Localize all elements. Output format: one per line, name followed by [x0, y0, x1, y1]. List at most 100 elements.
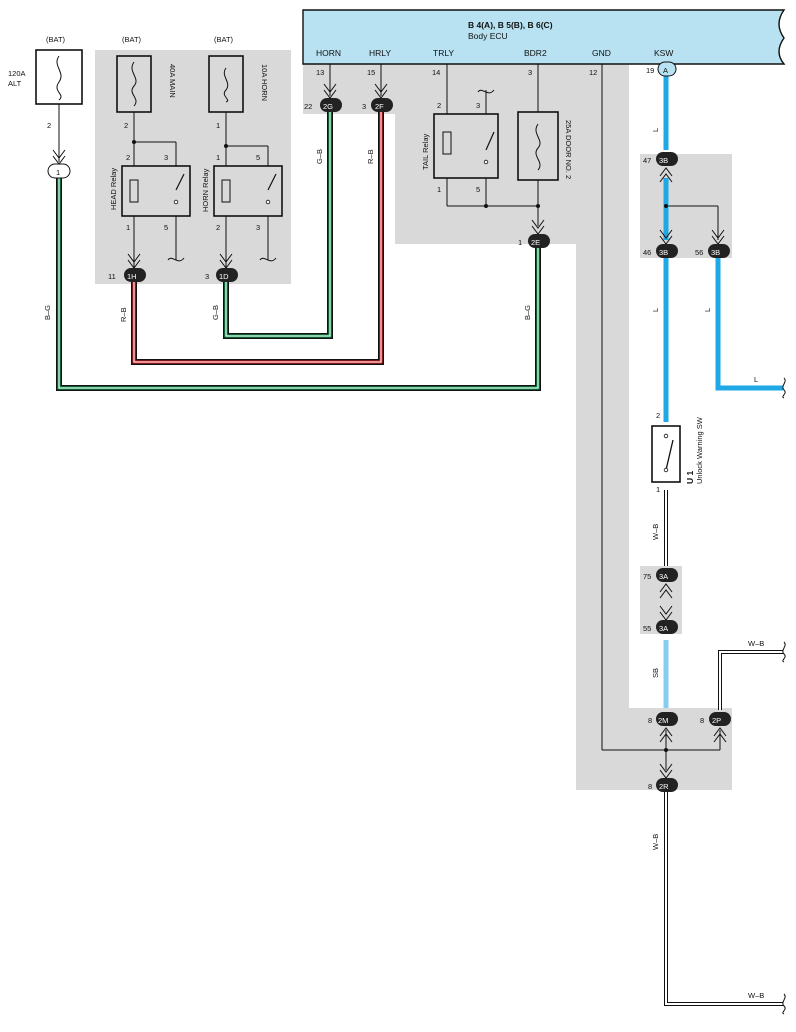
head-pin-1: 1 [126, 223, 130, 232]
tail-ground-icon [477, 89, 495, 94]
connector-2g: 2G 22 [304, 83, 342, 112]
horn-fuse-label: 10A HORN [260, 64, 269, 101]
tail-relay-label: TAIL Relay [421, 133, 430, 170]
connector-2r-label: 2R [659, 782, 669, 791]
ecu-terminal-horn: HORN [316, 48, 341, 58]
horn-pin-1: 1 [216, 121, 220, 130]
head-relay-coil-icon [129, 179, 139, 203]
connector-ksw-a-label: A [663, 66, 668, 75]
connector-2m-label: 2M [658, 716, 668, 725]
ecu-pin-14: 14 [432, 68, 440, 77]
hornr-ground-icon [259, 257, 277, 262]
ecu-terminal-bdr2: BDR2 [524, 48, 547, 58]
connector-2f-label: 2F [375, 102, 384, 111]
ecu-pin-3: 3 [528, 68, 532, 77]
ecu-pin-12: 12 [589, 68, 597, 77]
switch-code: U 1 [685, 471, 695, 485]
wire-label-rb-head: R–B [119, 307, 128, 322]
head-relay-box [121, 165, 191, 217]
head-relay-switch-icon [175, 173, 185, 191]
connector-1d: 1D 3 [205, 253, 238, 282]
harness-wires [56, 112, 541, 391]
pin-3-1d: 3 [205, 272, 209, 281]
tail-relay-box [433, 113, 499, 179]
wire-label-wb-down: W–B [651, 834, 660, 850]
switch-box [651, 425, 681, 483]
connector-3a-75-label: 3A [659, 572, 668, 581]
switch-name: Unlock Warning SW [695, 416, 704, 484]
ecu-terminal-gnd: GND [592, 48, 611, 58]
hornr-pin-1: 1 [216, 153, 220, 162]
black-wires [58, 64, 721, 770]
pin-56: 56 [695, 248, 703, 257]
ecu-pin-13: 13 [316, 68, 324, 77]
head-relay-label: HEAD Relay [109, 168, 118, 210]
horn-fuse-box [208, 55, 244, 113]
switch-pin-2: 2 [656, 411, 660, 420]
head-ground-icon [167, 257, 185, 262]
pin-8-2p: 8 [700, 716, 704, 725]
unlock-warning-switch: U 1 Unlock Warning SW 2 1 [651, 411, 704, 494]
pin-22: 22 [304, 102, 312, 111]
hornr-pin-3: 3 [256, 223, 260, 232]
wire-label-l1: L [651, 128, 660, 132]
pin-75: 75 [643, 572, 651, 581]
horn-relay-box [213, 165, 283, 217]
horn-relay-switch-icon [267, 173, 277, 191]
alt-fuse-icon [56, 55, 62, 101]
hornr-pin-5: 5 [256, 153, 260, 162]
shaded-zones [95, 50, 732, 790]
junction-2m-zone [576, 708, 732, 790]
connector-3b-46-label: 3B [659, 248, 668, 257]
wire-labels: B–G R–B G–B G–B R–B B–G L L L L W–B SB W… [43, 128, 764, 1000]
connectors: A 1 1H 11 1D 3 2G 22 2F 3 [47, 61, 731, 792]
tail-pin-1: 1 [437, 185, 441, 194]
horn-relay-coil-icon [221, 179, 231, 203]
connector-2g-label: 2G [323, 102, 333, 111]
bat-label-3: (BAT) [214, 35, 234, 44]
ecu-terminal-trly: TRLY [433, 48, 454, 58]
pin-55: 55 [643, 624, 651, 633]
door-fuse-box [517, 111, 559, 181]
wire-ends [782, 377, 786, 1015]
main-pin-2: 2 [124, 121, 128, 130]
fuses: (BAT) 120A ALT 2 (BAT) 40A MAIN 2 (BAT) … [8, 35, 573, 181]
alt-pin-2: 2 [47, 121, 51, 130]
connector-1-label: 1 [56, 168, 60, 177]
tail-pin-5: 5 [476, 185, 480, 194]
head-pin-3: 3 [164, 153, 168, 162]
connector-ksw-a [657, 61, 677, 77]
wire-label-l-right: L [754, 375, 758, 384]
junction-dots [132, 140, 668, 752]
door-fuse-label: 25A DOOR NO. 2 [564, 120, 573, 179]
bat-label-2: (BAT) [122, 35, 142, 44]
connector-3b-46: 3B 46 [643, 229, 678, 258]
connector-3a-55: 3A 55 [643, 605, 678, 634]
connector-2e: 2E 1 [518, 219, 550, 248]
body-ecu-box [302, 9, 786, 65]
connector-1d-label: 1D [219, 272, 229, 281]
connector-2m: 2M 8 [648, 712, 678, 743]
switch-icon [665, 439, 674, 471]
connector-1: 1 [47, 149, 71, 179]
connector-1h-label: 1H [127, 272, 137, 281]
ecu-subtitle: Body ECU [468, 31, 508, 41]
connector-3b-56-label: 3B [711, 248, 720, 257]
blue-wires [663, 76, 783, 708]
pin-8-2r: 8 [648, 782, 652, 791]
tail-pin-2: 2 [437, 101, 441, 110]
wb-wires [664, 490, 783, 1006]
connector-2r: 2R 8 [648, 763, 678, 792]
horn-relay-label: HORN Relay [201, 168, 210, 212]
wire-label-wb-sw: W–B [651, 524, 660, 540]
pin-11: 11 [108, 272, 116, 281]
relay-block-zone [95, 50, 291, 284]
door-fuse-icon [535, 123, 541, 171]
head-pin-5: 5 [164, 223, 168, 232]
wire-label-bg-alt: B–G [43, 305, 52, 320]
wire-label-bg-door: B–G [523, 305, 532, 320]
connector-2e-label: 2E [531, 238, 540, 247]
ecu-terminal-hrly: HRLY [369, 48, 391, 58]
relays: HEAD Relay 2 3 1 5 HORN Relay 1 5 2 3 TA… [109, 89, 499, 262]
connector-2f: 2F 3 [362, 83, 393, 112]
